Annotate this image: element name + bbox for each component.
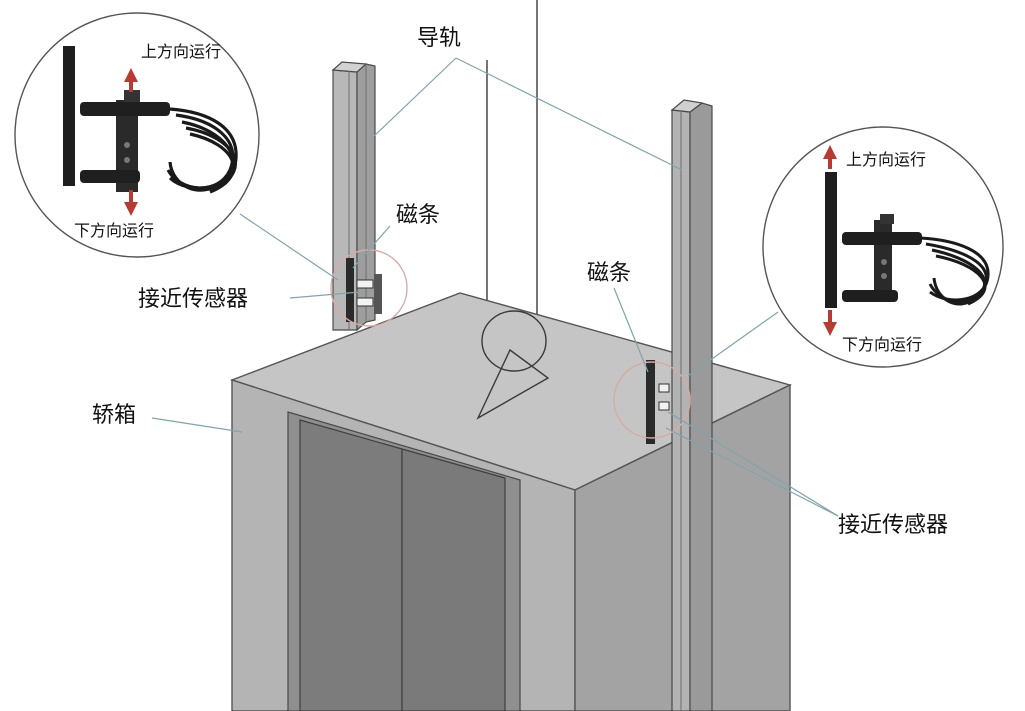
inset-magnet-bar [825, 172, 837, 308]
inset-right-down-label: 下方向运行 [842, 335, 922, 354]
car-label: 轿箱 [92, 403, 136, 428]
proximity-sensor-label-right: 接近传感器 [838, 513, 948, 538]
inset-left: 上方向运行 下方向运行 [15, 13, 259, 257]
door-left-panel [300, 420, 402, 711]
guide-rail-right [672, 100, 712, 711]
inset-magnet-bar [63, 46, 75, 186]
magnet-strip-label-right: 磁条 [587, 261, 631, 286]
inset-right-up-label: 上方向运行 [846, 150, 926, 169]
magnet-strip-label-left: 磁条 [396, 203, 440, 228]
inset-right: 上方向运行 下方向运行 [763, 127, 1003, 367]
inset-left-down-label: 下方向运行 [74, 221, 154, 240]
hoist-cables [487, 0, 537, 342]
guide-rail-label: 导轨 [417, 26, 461, 51]
inset-left-up-label: 上方向运行 [141, 42, 221, 61]
door-right-panel [402, 449, 505, 711]
proximity-sensor-label-left: 接近传感器 [138, 287, 248, 312]
magnet-strip-right [646, 360, 655, 444]
